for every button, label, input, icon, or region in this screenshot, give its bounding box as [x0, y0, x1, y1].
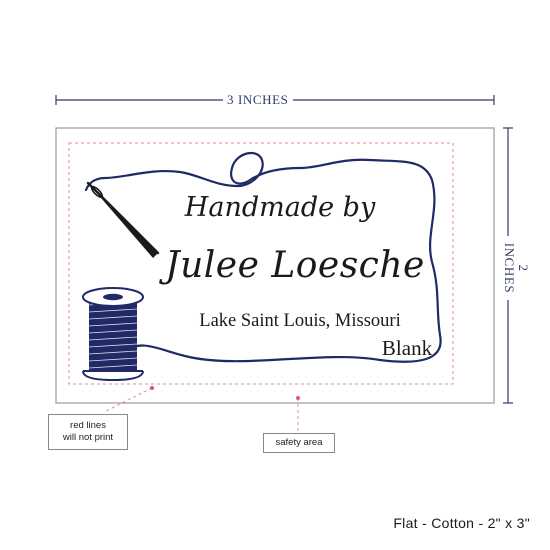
needle-icon	[86, 181, 160, 258]
product-title: Flat - Cotton - 2" x 3"	[393, 515, 530, 531]
safety-area-note-text: safety area	[275, 437, 323, 448]
label-location: Lake Saint Louis, Missouri	[199, 311, 401, 331]
red-lines-note-line2: will not print	[62, 432, 114, 443]
safety-area-note: safety area	[263, 433, 335, 453]
note-pointer-red	[103, 386, 154, 413]
red-lines-note: red lines will not print	[48, 414, 128, 450]
thread-frame	[84, 151, 442, 363]
label-line1: Handmade by	[184, 192, 376, 223]
height-dimension-label: 2 INCHES	[502, 236, 531, 300]
width-dimension-label: 3 INCHES	[223, 93, 293, 107]
red-lines-note-line1: red lines	[70, 420, 106, 431]
label-name: Julee Loesche	[165, 245, 425, 286]
note-pointer-safety	[296, 396, 300, 432]
spool-icon	[82, 287, 144, 382]
safety-area-border	[68, 142, 454, 385]
label-extra: Blank	[381, 336, 433, 360]
